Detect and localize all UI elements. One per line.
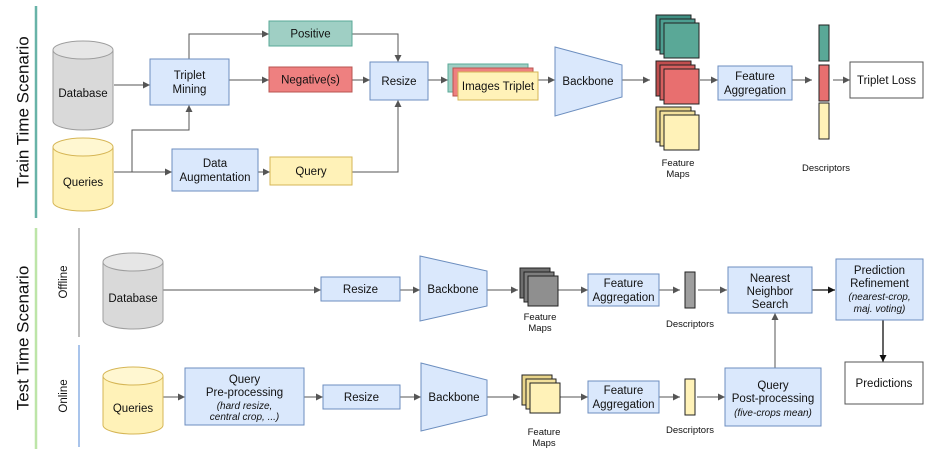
svg-text:Backbone: Backbone [562,76,613,88]
svg-text:Resize: Resize [344,392,379,404]
data-augmentation-box: Data Augmentation [171,148,259,192]
svg-text:Aggregation: Aggregation [592,292,654,304]
test-scenario-title: Test Time Scenario [13,266,32,411]
positive-box: Positive [268,20,353,47]
svg-text:maj. voting): maj. voting) [854,304,906,315]
svg-text:Maps: Maps [528,323,551,334]
svg-text:Query: Query [229,374,261,386]
svg-text:Aggregation: Aggregation [724,85,786,97]
svg-text:Prediction: Prediction [854,265,905,277]
svg-text:Feature: Feature [735,71,775,83]
svg-text:Images Triplet: Images Triplet [462,81,535,93]
svg-text:Nearest: Nearest [750,273,791,285]
negatives-box: Negative(s) [268,66,353,93]
offline-backbone: Backbone [419,255,488,322]
train-feature-maps: Feature Maps [655,14,700,180]
train-queries-cylinder: Queries [52,137,114,212]
test-queries-cylinder: Queries [102,366,164,435]
svg-text:central crop, ...): central crop, ...) [210,412,279,423]
svg-text:Queries: Queries [113,403,154,415]
svg-text:Query: Query [757,380,789,392]
train-backbone: Backbone [554,46,623,117]
svg-text:Database: Database [108,293,157,305]
svg-text:Descriptors: Descriptors [802,163,850,174]
nearest-neighbor-search-box: Nearest Neighbor Search [727,266,813,314]
offline-descriptor: Descriptors [666,271,714,330]
offline-resize-box: Resize [320,276,401,302]
offline-feature-aggregation-box: Feature Aggregation [587,273,660,307]
svg-text:Post-processing: Post-processing [732,393,814,405]
online-label: Online [58,379,70,412]
query-box: Query [269,156,353,186]
online-feature-maps: Feature Maps [521,374,561,449]
train-scenario-title: Train Time Scenario [13,36,32,187]
svg-text:(hard resize,: (hard resize, [217,401,273,412]
svg-text:Neighbor: Neighbor [747,286,794,298]
svg-text:Aggregation: Aggregation [592,399,654,411]
svg-text:Maps: Maps [532,438,555,449]
train-resize-box: Resize [369,61,429,101]
offline-arrows [163,286,887,368]
svg-text:Descriptors: Descriptors [666,319,714,330]
online-backbone: Backbone [420,362,488,432]
svg-text:(five-crops mean): (five-crops mean) [734,408,812,419]
svg-text:Backbone: Backbone [427,284,478,296]
triplet-mining-box: Triplet Mining [149,58,230,106]
triplet-loss-box: Triplet Loss [849,61,924,99]
svg-text:Feature: Feature [662,158,695,169]
train-database-cylinder: Database [52,40,114,131]
train-descriptors: Descriptors [802,24,850,174]
svg-text:(nearest-crop,: (nearest-crop, [848,292,910,303]
svg-text:Query: Query [295,166,327,178]
predictions-box: Predictions [844,361,924,405]
svg-text:Feature: Feature [604,278,644,290]
svg-text:Resize: Resize [381,76,416,88]
svg-text:Feature: Feature [524,312,557,323]
offline-label: Offline [58,265,70,298]
svg-text:Backbone: Backbone [428,392,479,404]
test-database-cylinder: Database [102,252,164,330]
svg-text:Pre-processing: Pre-processing [206,387,283,399]
svg-text:Mining: Mining [173,84,207,96]
svg-text:Database: Database [58,88,107,100]
offline-feature-maps: Feature Maps [519,267,559,334]
svg-text:Maps: Maps [666,169,689,180]
svg-text:Triplet: Triplet [174,70,206,82]
query-preprocessing-box: Query Pre-processing (hard resize, centr… [184,367,305,426]
svg-text:Data: Data [203,158,228,170]
svg-text:Predictions: Predictions [856,378,913,390]
online-resize-box: Resize [322,384,401,410]
svg-text:Search: Search [752,299,788,311]
online-descriptor: Descriptors [666,378,714,436]
svg-text:Augmentation: Augmentation [180,172,251,184]
train-arrows [114,30,850,176]
online-feature-aggregation-box: Feature Aggregation [587,380,660,414]
svg-text:Queries: Queries [63,177,104,189]
svg-text:Triplet Loss: Triplet Loss [857,75,916,87]
svg-text:Feature: Feature [604,385,644,397]
svg-text:Negative(s): Negative(s) [281,75,340,87]
svg-text:Descriptors: Descriptors [666,425,714,436]
svg-text:Positive: Positive [290,29,330,41]
images-triplet-stack: Images Triplet [447,63,539,101]
svg-text:Resize: Resize [343,284,378,296]
query-postprocessing-box: Query Post-processing (five-crops mean) [724,367,822,427]
train-feature-aggregation-box: Feature Aggregation [717,65,793,101]
svg-text:Feature: Feature [528,427,561,438]
prediction-refinement-box: Prediction Refinement (nearest-crop, maj… [835,258,924,321]
svg-text:Refinement: Refinement [850,278,910,290]
